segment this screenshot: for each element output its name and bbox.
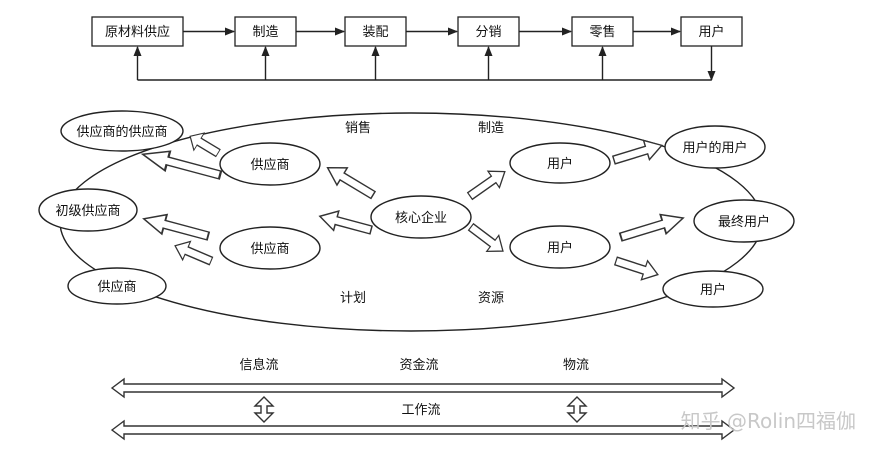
flow-step-assembly: 装配: [344, 16, 407, 47]
user-node-bottom: 用户: [662, 270, 764, 308]
label-sales: 销售: [345, 120, 371, 136]
flow-step-label: 制造: [252, 25, 278, 40]
end-user-node: 最终用户: [693, 199, 795, 243]
supplier-node-label: 供应商: [250, 157, 289, 173]
flow-step-label: 原材料供应: [105, 24, 170, 40]
supplier-of-supplier-label: 供应商的供应商: [76, 124, 167, 140]
core-enterprise-label: 核心企业: [395, 210, 447, 226]
flow-step-raw-material: 原材料供应: [91, 16, 184, 47]
primary-supplier-node: 初级供应商: [38, 188, 138, 232]
user-node-lower: 用户: [509, 225, 611, 269]
flow-step-label: 分销: [475, 25, 501, 40]
label-planning: 计划: [340, 291, 366, 306]
user-node-label: 用户: [547, 240, 573, 256]
label-manufacturing: 制造: [478, 121, 504, 136]
flow-step-retail: 零售: [571, 16, 634, 47]
flow-step-distribution: 分销: [457, 16, 520, 47]
feedback-loop: [133, 46, 716, 81]
user-node-bottom-label: 用户: [700, 282, 726, 298]
users-of-users-label: 用户的用户: [682, 140, 747, 156]
top-flow: 原材料供应 制造 装配 分销 零售 用户: [91, 16, 743, 81]
supplier-of-supplier-node: 供应商的供应商: [60, 110, 184, 152]
user-node-upper: 用户: [509, 142, 611, 184]
capital-flow-label: 资金流: [399, 357, 438, 373]
flow-step-manufacturing: 制造: [234, 16, 297, 47]
info-flow-label: 信息流: [239, 357, 278, 373]
vertical-link-arrow-left: [253, 396, 275, 423]
supplier-node-bottom-label: 供应商: [97, 279, 136, 295]
flow-step-user: 用户: [680, 16, 743, 47]
logistics-flow-label: 物流: [563, 358, 589, 373]
work-flow-label: 工作流: [401, 403, 440, 418]
end-user-label: 最终用户: [718, 214, 770, 230]
supplier-node-upper: 供应商: [219, 142, 321, 186]
flow-arrow-upper: [110, 377, 736, 399]
users-of-users-node: 用户的用户: [664, 125, 766, 169]
core-enterprise: 核心企业: [370, 195, 472, 239]
flow-bars: 信息流 资金流 物流 工作流: [110, 357, 736, 441]
supplier-node-label: 供应商: [250, 241, 289, 257]
vertical-link-arrow-right: [566, 396, 588, 423]
supplier-node-bottom: 供应商: [67, 267, 167, 305]
primary-supplier-label: 初级供应商: [55, 203, 120, 219]
supplier-node-lower: 供应商: [219, 226, 321, 270]
supply-network: 销售 制造 计划 资源 核心企业: [38, 110, 795, 332]
flow-step-label: 装配: [362, 25, 388, 40]
user-node-label: 用户: [547, 156, 573, 172]
flow-step-label: 用户: [698, 24, 724, 40]
flow-arrow-lower: [110, 419, 736, 441]
flow-step-label: 零售: [589, 24, 615, 40]
watermark: 知乎 @Rolin四福伽: [681, 409, 856, 433]
label-resources: 资源: [478, 291, 504, 306]
